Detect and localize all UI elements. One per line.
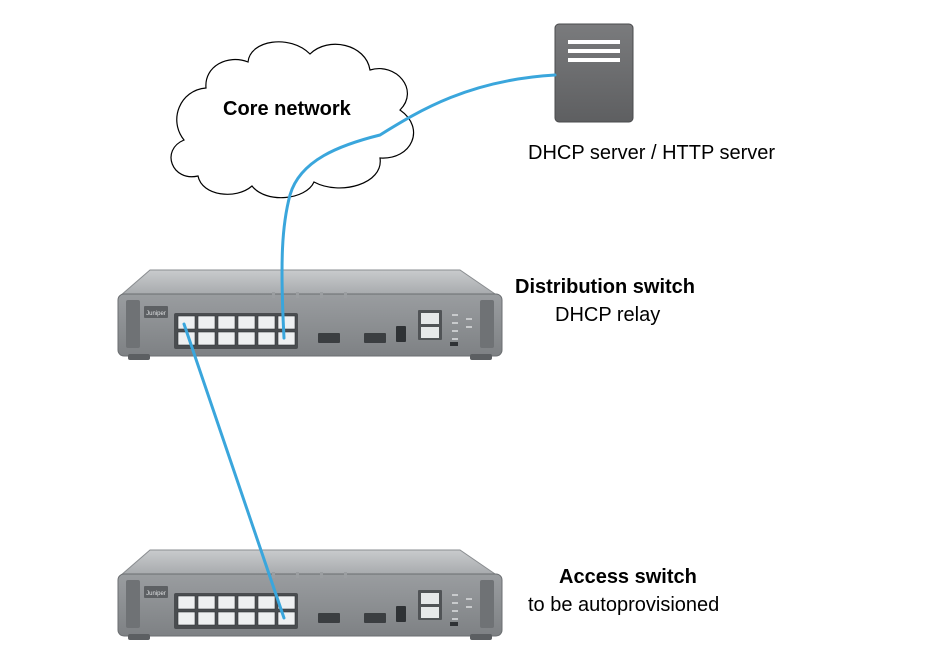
distribution-switch-subtitle: DHCP relay	[555, 304, 661, 326]
access-switch-icon	[117, 549, 503, 641]
cloud-shape	[170, 41, 415, 199]
access-switch-title: Access switch	[559, 566, 697, 588]
distribution-switch-title: Distribution switch	[515, 276, 695, 298]
server-icon	[554, 23, 634, 123]
cable-distribution-to-access	[182, 322, 286, 620]
cable-server-to-distribution	[280, 73, 557, 340]
cloud-label: Core network	[223, 98, 351, 120]
distribution-switch-icon	[117, 269, 503, 361]
access-switch-subtitle: to be autoprovisioned	[528, 594, 720, 616]
server-label: DHCP server / HTTP server	[528, 142, 776, 164]
